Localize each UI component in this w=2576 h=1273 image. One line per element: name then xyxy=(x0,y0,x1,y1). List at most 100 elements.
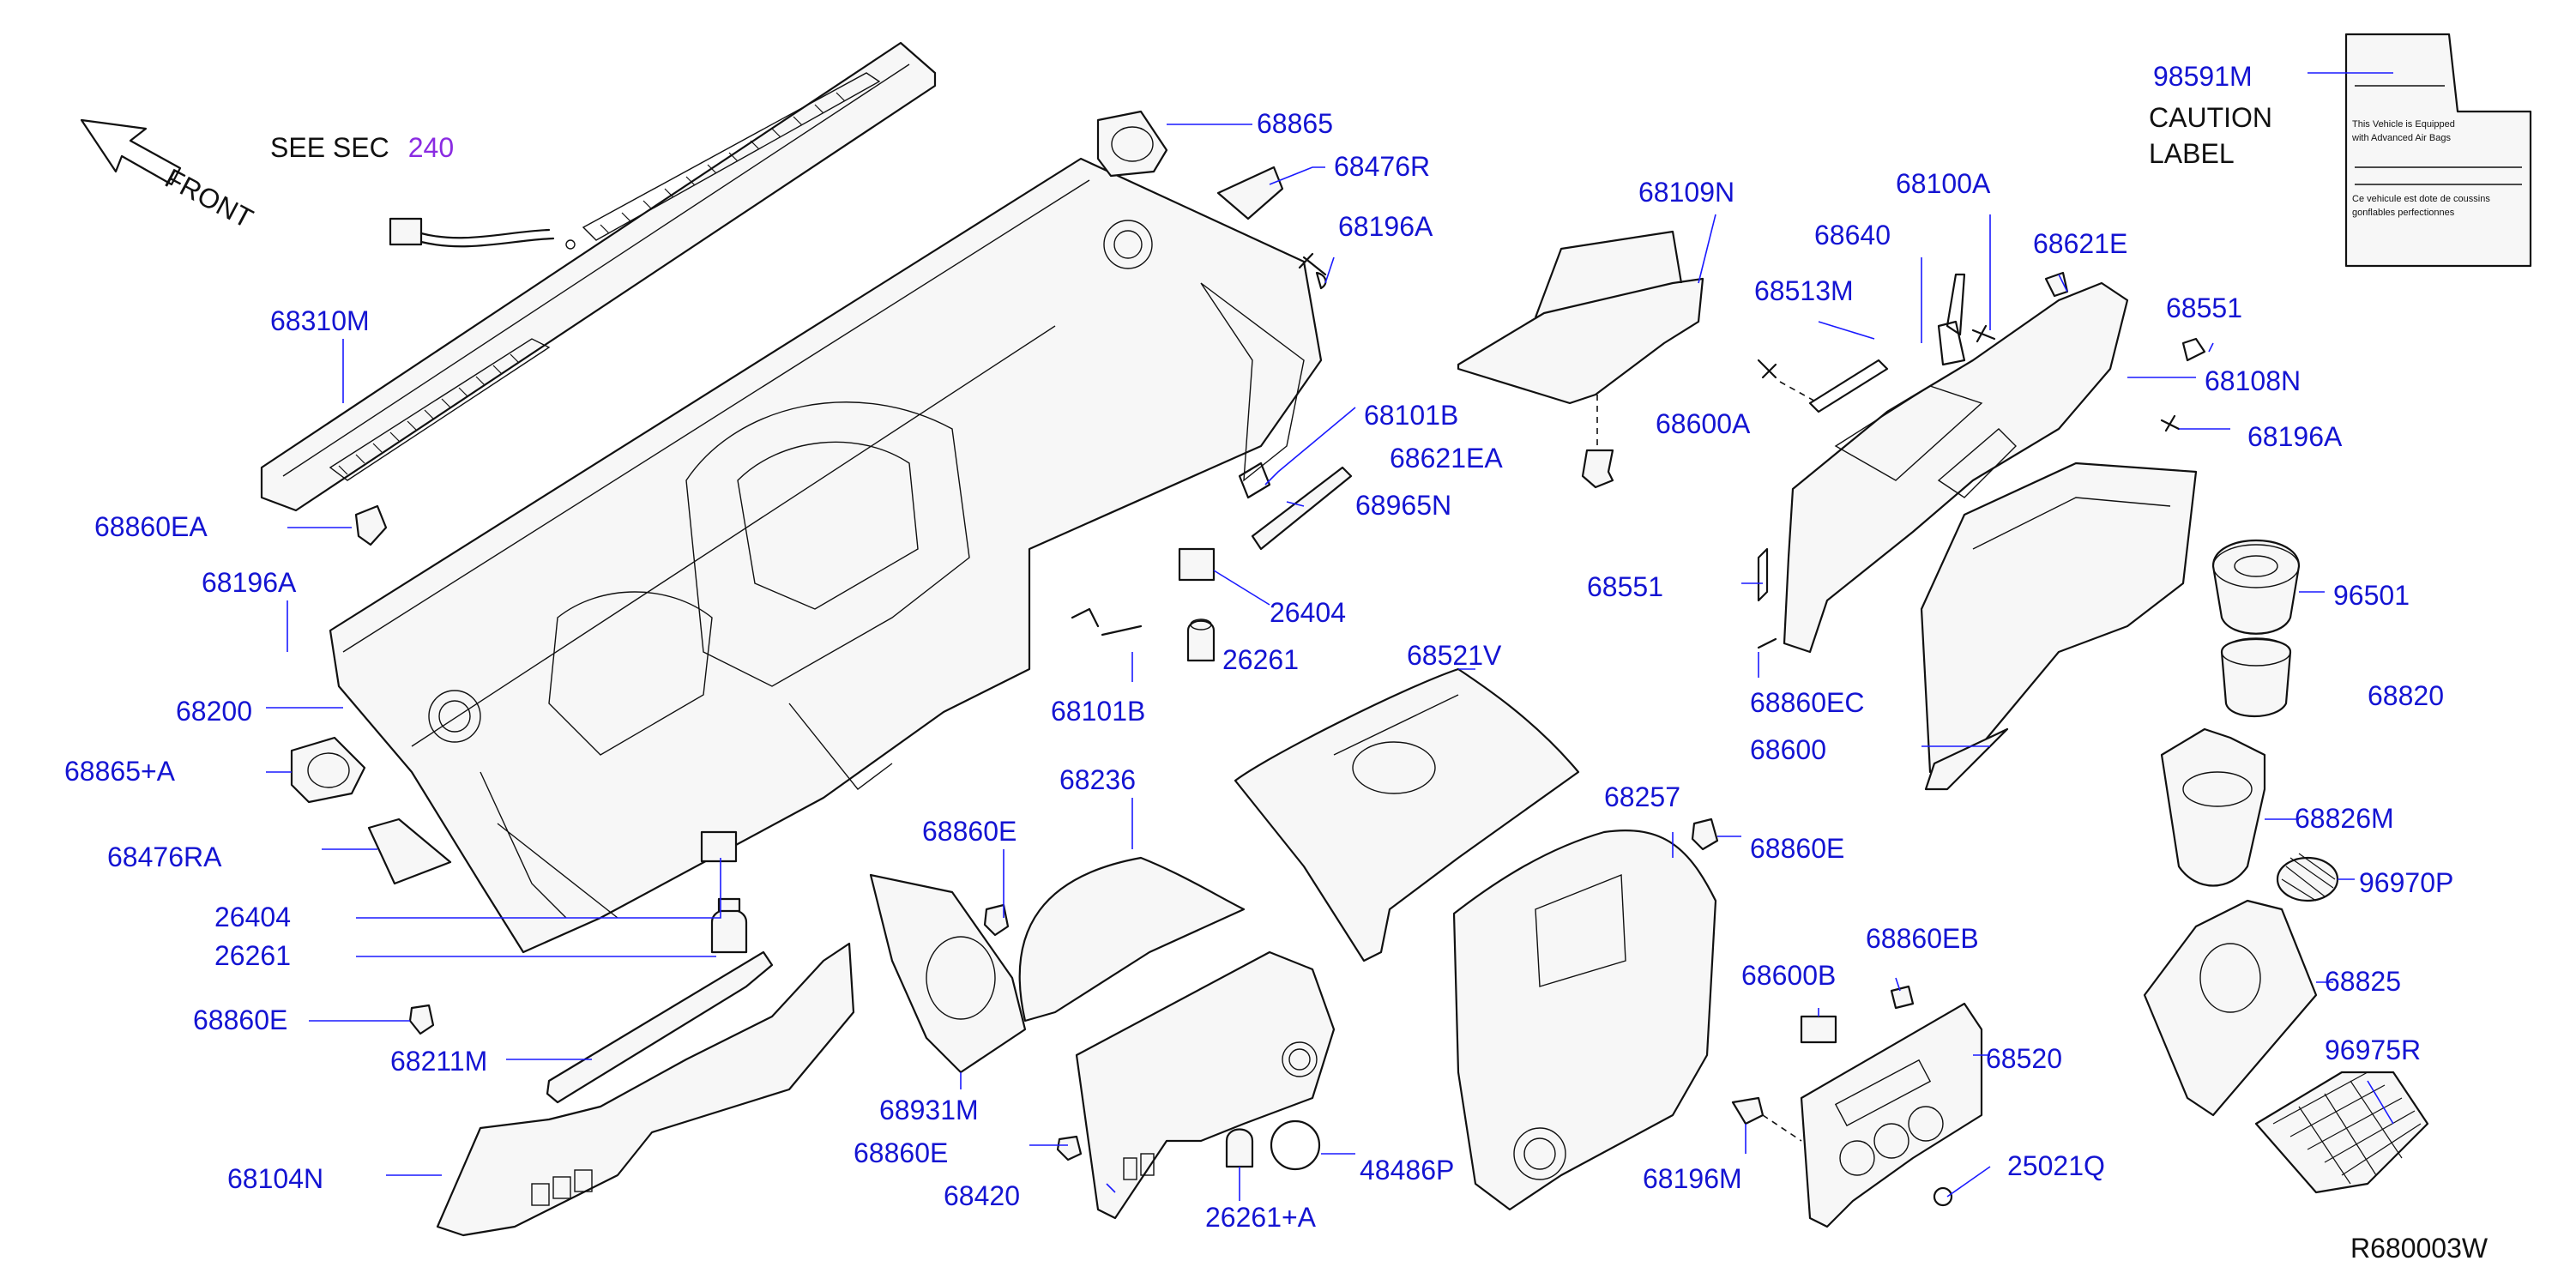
part-label[interactable]: 68200 xyxy=(176,696,252,727)
part-label[interactable]: 68820 xyxy=(2368,680,2444,711)
cup-holder-68826M xyxy=(2160,727,2266,887)
part-label[interactable]: 48486P xyxy=(1360,1155,1454,1186)
finisher-68211M xyxy=(546,950,774,1104)
strip-68551 xyxy=(1757,547,1769,602)
caution-label-text-fr-1: Ce vehicule est dote de coussins xyxy=(2352,194,2490,204)
part-label[interactable]: 68965N xyxy=(1355,490,1451,521)
clip-68860EA xyxy=(354,504,388,546)
tweeter-cover-left xyxy=(367,817,452,885)
clip-68860E-left xyxy=(408,1004,435,1035)
bulb-26261-left xyxy=(710,897,748,954)
part-label[interactable]: 68860E xyxy=(922,816,1017,847)
cluster-lid-68420 xyxy=(1075,950,1336,1220)
part-label[interactable]: 96501 xyxy=(2333,580,2410,611)
leader-lines xyxy=(266,72,2394,1201)
part-label[interactable]: 68600B xyxy=(1741,960,1836,991)
ring-48486P xyxy=(1270,1119,1321,1171)
caution-label-text-en-1: This Vehicle is Equipped xyxy=(2352,119,2455,130)
part-label[interactable]: 68196A xyxy=(2247,421,2343,452)
part-label[interactable]: 68104N xyxy=(227,1163,323,1194)
clip-68860E-lower xyxy=(1056,1135,1083,1161)
part-label[interactable]: 68109N xyxy=(1638,177,1734,208)
part-label[interactable]: 68640 xyxy=(1814,220,1891,250)
hinge-68640 xyxy=(1946,273,1966,336)
part-label[interactable]: 68100A xyxy=(1896,168,1991,199)
switch-26404-left xyxy=(700,830,738,863)
wire-connector xyxy=(389,217,555,248)
part-label[interactable]: 68476RA xyxy=(107,842,222,872)
caution-label-line2: LABEL xyxy=(2149,138,2235,169)
part-label[interactable]: 26261+A xyxy=(1205,1202,1317,1233)
bolt-68196M xyxy=(1731,1096,1765,1125)
speaker-grille-top xyxy=(1096,110,1168,178)
center-finisher-68257 xyxy=(1452,830,1717,1211)
part-label[interactable]: 96975R xyxy=(2325,1035,2421,1065)
part-label[interactable]: 68600A xyxy=(1656,408,1751,439)
instrument-panel-main xyxy=(329,157,1323,954)
part-label[interactable]: 26261 xyxy=(214,940,291,971)
part-label[interactable]: 98591M xyxy=(2153,61,2253,92)
part-label[interactable]: 68513M xyxy=(1754,275,1854,306)
bracket-68101B-upper xyxy=(1238,462,1271,499)
switch-26404-right xyxy=(1178,547,1216,582)
part-label[interactable]: 68211M xyxy=(390,1046,487,1077)
mat-96970P xyxy=(2276,853,2339,902)
see-sec-label: SEE SEC 240 xyxy=(270,132,454,163)
part-label[interactable]: 68621EA xyxy=(1390,443,1503,474)
part-label[interactable]: 68860E xyxy=(854,1137,948,1168)
part-label[interactable]: 68108N xyxy=(2205,365,2301,396)
part-label[interactable]: 26404 xyxy=(1270,597,1346,628)
rod-68513M xyxy=(1808,359,1889,413)
part-label[interactable]: 68257 xyxy=(1604,781,1680,812)
clip-68621EA xyxy=(1581,449,1614,489)
clip-68551-top xyxy=(2181,337,2206,362)
part-label[interactable]: 68860EA xyxy=(94,511,208,542)
clip-68860E-right xyxy=(1691,817,1719,851)
part-label[interactable]: 68196M xyxy=(1643,1163,1742,1194)
drawings: This Vehicle is Equipped with Advanced A… xyxy=(80,33,2532,1237)
part-label[interactable]: 68825 xyxy=(2325,966,2401,997)
clip-25021Q xyxy=(1933,1186,1953,1207)
part-label[interactable]: 68826M xyxy=(2295,803,2394,834)
part-label[interactable]: 68520 xyxy=(1986,1043,2062,1074)
bulb-26261-right xyxy=(1186,618,1216,662)
part-label[interactable]: 68865+A xyxy=(64,756,176,787)
part-label[interactable]: 25021Q xyxy=(2007,1150,2105,1181)
mat-96975R xyxy=(2254,1071,2429,1194)
bracket-68109N xyxy=(1457,230,1704,405)
part-label[interactable]: 68310M xyxy=(270,305,370,336)
part-label[interactable]: 26404 xyxy=(214,902,291,932)
bracket-68100A xyxy=(1937,320,1966,366)
finisher-68965N xyxy=(1251,466,1353,551)
part-label[interactable]: 68621E xyxy=(2033,228,2127,259)
part-label[interactable]: 68860EC xyxy=(1750,687,1864,718)
part-label[interactable]: 68865 xyxy=(1257,108,1333,139)
part-label[interactable]: 26261 xyxy=(1222,644,1299,675)
part-label[interactable]: 68931M xyxy=(879,1095,979,1125)
part-label[interactable]: 68860EB xyxy=(1866,923,1979,954)
glovebox-bracket-68108N xyxy=(1783,281,2129,654)
bolt-68600A xyxy=(1757,359,1777,379)
bolt-68196A-right xyxy=(2160,414,2181,432)
part-label[interactable]: 68600 xyxy=(1750,734,1826,765)
cup-holder-insert-68820 xyxy=(2220,637,2292,718)
part-label[interactable]: 68521V xyxy=(1407,640,1502,671)
part-label[interactable]: 68236 xyxy=(1059,764,1136,795)
see-sec-prefix: SEE SEC xyxy=(270,132,389,163)
see-sec-number[interactable]: 240 xyxy=(408,132,454,163)
part-label[interactable]: 68551 xyxy=(2166,293,2242,323)
caution-label-text-fr-2: gonflables perfectionnes xyxy=(2352,208,2455,218)
switch-68600B xyxy=(1800,1015,1837,1044)
part-label[interactable]: 68420 xyxy=(944,1180,1020,1211)
part-label[interactable]: 68101B xyxy=(1051,696,1145,727)
part-label[interactable]: 68860E xyxy=(1750,833,1844,864)
part-label[interactable]: 68476R xyxy=(1334,151,1430,182)
part-label[interactable]: 68551 xyxy=(1587,571,1663,602)
part-label[interactable]: 96970P xyxy=(2359,867,2453,898)
part-label[interactable]: 68860E xyxy=(193,1005,287,1035)
part-label[interactable]: 68196A xyxy=(202,567,297,598)
part-label[interactable]: 68196A xyxy=(1338,211,1433,242)
part-label[interactable]: 68101B xyxy=(1364,400,1458,431)
cup-holder-finisher-68825 xyxy=(2143,899,2318,1117)
